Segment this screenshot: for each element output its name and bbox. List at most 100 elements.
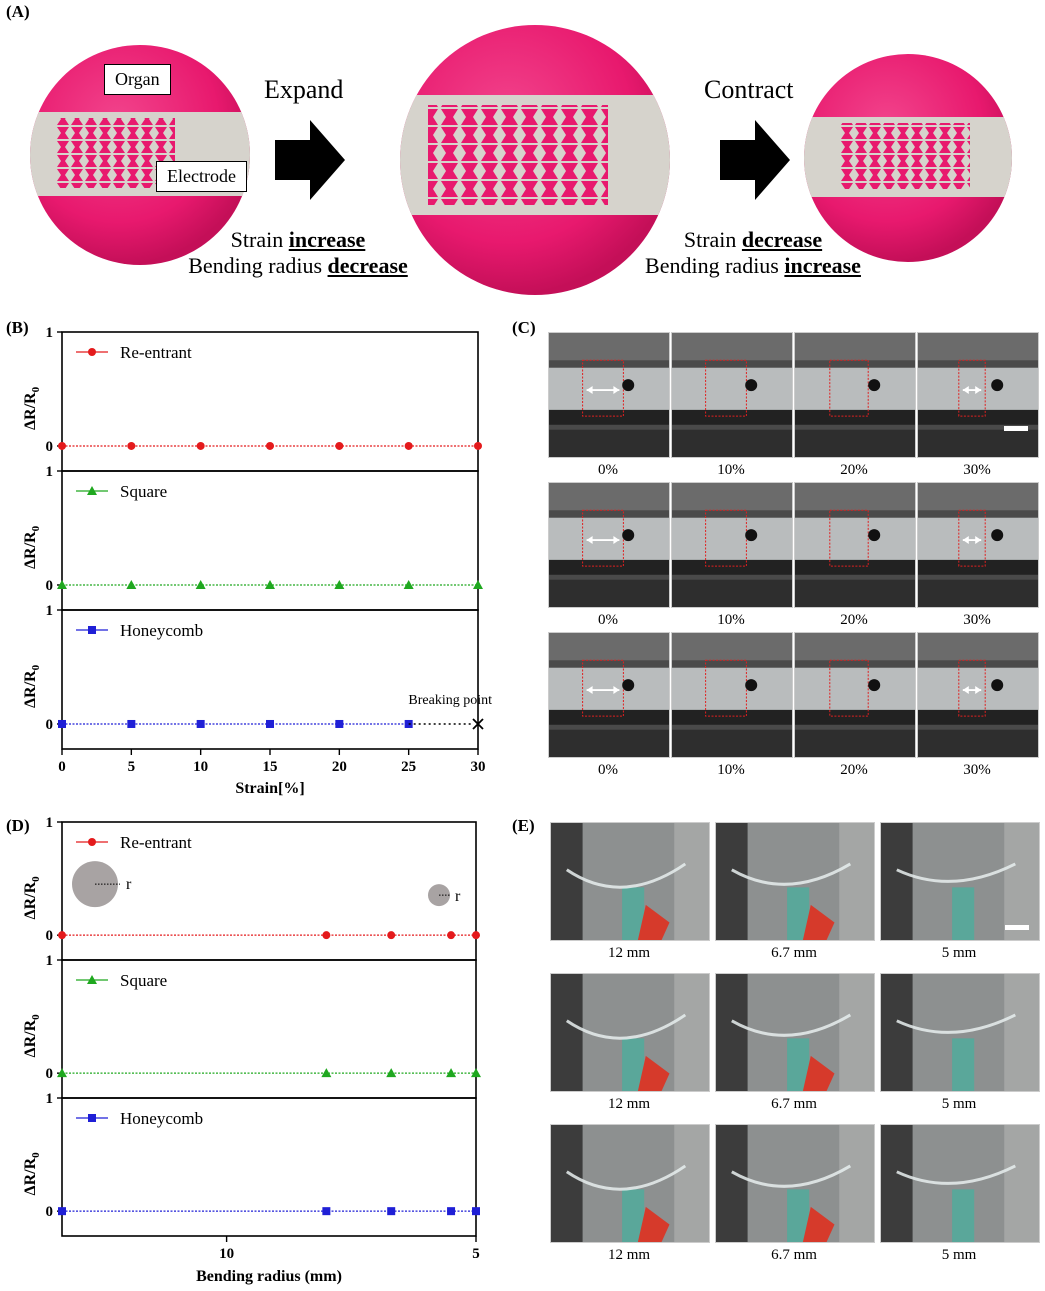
strain-photo-graphic (918, 483, 1038, 607)
bend-caption: 12 mm (607, 1096, 651, 1112)
data-point (265, 579, 275, 589)
bend-caption: 6.7 mm (771, 945, 817, 961)
x-tick-label: 10 (219, 1246, 234, 1262)
data-point (266, 719, 274, 728)
bend-photo (880, 1124, 1040, 1243)
strain-photo-graphic (918, 333, 1038, 457)
x-tick-label: 5 (128, 759, 136, 775)
legend-marker (88, 348, 96, 356)
bend-photo (880, 822, 1040, 941)
bend-photo-graphic (881, 974, 1039, 1091)
strain-photo-graphic (795, 333, 915, 457)
expand-label: Expand (264, 75, 344, 104)
x-tick-label: 25 (401, 759, 416, 775)
strain-photo (794, 332, 916, 458)
strain-photo (671, 632, 793, 758)
bend-caption: 12 mm (607, 1247, 651, 1263)
panel-label-c: (C) (512, 318, 536, 337)
data-point (58, 1207, 66, 1216)
organ-label: Organ (104, 64, 171, 95)
strain-caption: 0% (598, 762, 618, 778)
scale-bar (1004, 426, 1028, 431)
data-point (447, 931, 456, 940)
data-point (196, 441, 205, 450)
chart-b: 01ΔR/R0Re-entrant01ΔR/R0Square01ΔR/R0Hon… (22, 325, 492, 797)
y-tick-label: 1 (46, 325, 54, 341)
x-tick-label: 5 (472, 1246, 480, 1262)
legend-marker (88, 838, 96, 846)
strain-photo-graphic (672, 633, 792, 757)
data-point (403, 579, 414, 589)
strain-caption: 30% (963, 762, 991, 778)
strain-caption: 20% (840, 462, 868, 478)
legend-label: Honeycomb (120, 1109, 203, 1128)
legend-label: Re-entrant (120, 833, 192, 852)
panel-label-d: (D) (6, 816, 30, 835)
data-point (472, 1207, 480, 1216)
data-point (57, 579, 67, 589)
data-point (335, 441, 344, 450)
bend-photo-graphic (716, 974, 874, 1091)
data-point (322, 1207, 331, 1216)
bend-photo (550, 822, 710, 941)
y-axis-label: ΔR/R0 (22, 1152, 42, 1196)
data-point (321, 1068, 332, 1078)
strain-photo-graphic (795, 633, 915, 757)
legend-label: Honeycomb (120, 621, 203, 640)
radius-label: r (126, 876, 132, 893)
organ-sphere-contracted (804, 54, 1012, 262)
x-tick-label: 20 (332, 759, 347, 775)
data-point (335, 719, 344, 728)
data-point (386, 1068, 397, 1078)
data-point (447, 1207, 456, 1216)
data-point (471, 1068, 481, 1078)
strain-photo-graphic (549, 483, 669, 607)
strain-photo (671, 332, 793, 458)
contract-label: Contract (704, 75, 794, 104)
bend-photo-graphic (551, 974, 709, 1091)
strain-photo-graphic (549, 333, 669, 457)
data-point (57, 1068, 67, 1078)
strain-photo (548, 332, 670, 458)
data-point (127, 719, 136, 728)
y-axis-label: ΔR/R0 (22, 876, 42, 920)
data-point (58, 441, 66, 450)
strain-photo-graphic (672, 333, 792, 457)
legend-label: Re-entrant (120, 343, 192, 362)
strain-photo-graphic (549, 633, 669, 757)
strain-photo (548, 632, 670, 758)
bend-photo (880, 973, 1040, 1092)
strain-photo-graphic (918, 633, 1038, 757)
bend-caption: 6.7 mm (771, 1247, 817, 1263)
bend-caption: 6.7 mm (771, 1096, 817, 1112)
data-point (387, 1207, 396, 1216)
y-tick-label: 0 (46, 717, 54, 733)
data-point (58, 931, 66, 940)
data-point (266, 441, 274, 450)
strain-caption: 10% (717, 462, 745, 478)
panel-a-illustration (30, 25, 1012, 295)
bend-photo (715, 973, 875, 1092)
y-axis-label: ΔR/R0 (22, 664, 42, 708)
legend-marker (88, 626, 96, 634)
y-tick-label: 1 (46, 816, 54, 831)
bend-caption: 5 mm (941, 945, 977, 961)
bend-caption: 5 mm (941, 1247, 977, 1263)
y-tick-label: 1 (46, 464, 54, 480)
x-axis-label: Bending radius (mm) (196, 1268, 342, 1285)
data-point (196, 719, 205, 728)
bend-photo-graphic (716, 823, 874, 940)
data-point (126, 579, 137, 589)
bend-photo (550, 1124, 710, 1243)
bend-caption: 12 mm (607, 945, 651, 961)
data-point (446, 1068, 457, 1078)
strain-photo (794, 632, 916, 758)
bend-photo-graphic (881, 823, 1039, 940)
bend-caption: 5 mm (941, 1096, 977, 1112)
strain-caption: 20% (840, 612, 868, 628)
electrode-label: Electrode (156, 161, 247, 192)
subplot-frame (61, 1097, 477, 1237)
scale-bar (1005, 925, 1029, 930)
